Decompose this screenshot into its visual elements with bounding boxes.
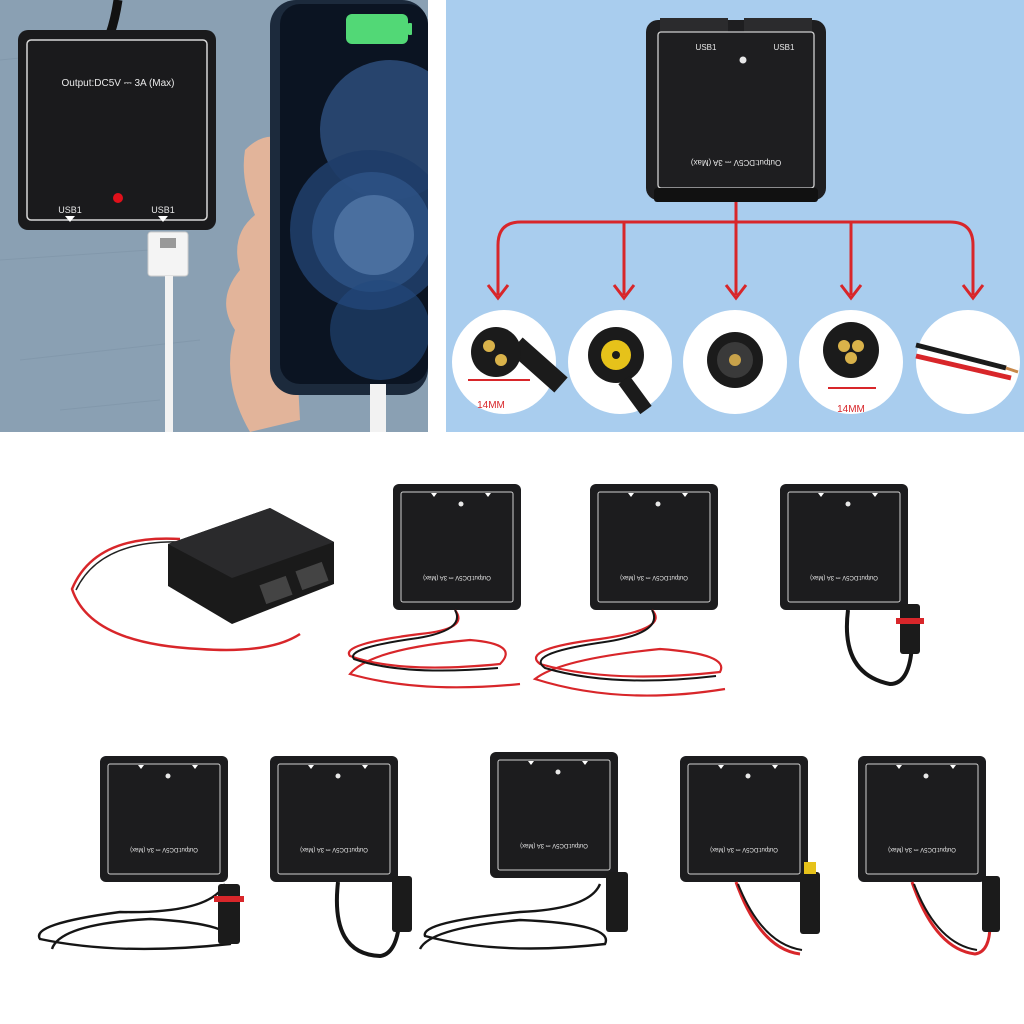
led-indicator bbox=[739, 56, 747, 64]
variant-long-bare-wire-1: Output:DC5V ⎓ 3A (Max) bbox=[347, 483, 522, 689]
variant-output-label: Output:DC5V ⎓ 3A (Max) bbox=[300, 846, 368, 852]
smartphone bbox=[270, 0, 428, 432]
usb-arrow-icon bbox=[65, 216, 75, 222]
usb-port bbox=[744, 18, 812, 32]
variant-output-label: Output:DC5V ⎓ 3A (Max) bbox=[710, 846, 778, 852]
variant-waterproof-female-short: Output:DC5V ⎓ 3A (Max) bbox=[779, 483, 924, 687]
variant-grid: Output:DC5V ⎓ 3A (Max) Output:DC5V ⎓ 3A … bbox=[37, 483, 1000, 959]
hero-scene: Output:DC5V ⎓ 3A (Max) USB1 USB1 bbox=[0, 0, 428, 432]
connector-size-label: 14MM bbox=[837, 404, 865, 415]
variant-output-label: Output:DC5V ⎓ 3A (Max) bbox=[620, 574, 688, 580]
overview-power-box: USB1 USB1 Output:DC5V ⎓ 3A (Max) bbox=[646, 18, 826, 202]
connector-bare-wire bbox=[915, 310, 1020, 414]
hero-usb-left: USB1 bbox=[58, 205, 82, 215]
distribution-arrows bbox=[496, 202, 975, 295]
variant-angled-bare-wire bbox=[70, 508, 334, 652]
variant-dc-female-red: Output:DC5V ⎓ 3A (Max) bbox=[857, 755, 1000, 956]
variant-output-label: Output:DC5V ⎓ 3A (Max) bbox=[810, 574, 878, 580]
overview-usb-right: USB1 bbox=[774, 43, 795, 52]
hero-led bbox=[113, 193, 123, 203]
usb-port bbox=[660, 18, 728, 32]
arrow-head-icons bbox=[486, 284, 985, 301]
hero-output-label: Output:DC5V ⎓ 3A (Max) bbox=[61, 78, 174, 89]
variant-dc-male-barrel: Output:DC5V ⎓ 3A (Max) bbox=[679, 755, 820, 956]
hero-power-box: Output:DC5V ⎓ 3A (Max) USB1 USB1 bbox=[18, 30, 216, 230]
variant-dc-female-short: Output:DC5V ⎓ 3A (Max) bbox=[269, 755, 412, 959]
overview-output-label: Output:DC5V ⎓ 3A (Max) bbox=[690, 158, 781, 167]
variant-output-label: Output:DC5V ⎓ 3A (Max) bbox=[130, 846, 198, 852]
connector-dc-male bbox=[568, 310, 672, 415]
variant-output-label: Output:DC5V ⎓ 3A (Max) bbox=[423, 574, 491, 580]
hero-usb-right: USB1 bbox=[151, 205, 175, 215]
battery-charging-icon bbox=[346, 14, 408, 44]
variant-dc-female-long: Output:DC5V ⎓ 3A (Max) bbox=[418, 751, 628, 950]
connector-size-label: 14MM bbox=[477, 400, 505, 411]
connector-waterproof-female: 14MM bbox=[799, 310, 903, 415]
connector-waterproof-male: 14MM bbox=[452, 310, 568, 414]
usb-arrow-icon bbox=[158, 216, 168, 222]
overview-usb-left: USB1 bbox=[696, 43, 717, 52]
connector-diagram: USB1 USB1 Output:DC5V ⎓ 3A (Max) bbox=[446, 0, 1024, 432]
variant-waterproof-male-long: Output:DC5V ⎓ 3A (Max) bbox=[37, 755, 244, 951]
variant-output-label: Output:DC5V ⎓ 3A (Max) bbox=[888, 846, 956, 852]
hero-photo: Output:DC5V ⎓ 3A (Max) USB1 USB1 bbox=[0, 0, 428, 432]
connector-dc-female bbox=[683, 310, 787, 414]
variant-output-label: Output:DC5V ⎓ 3A (Max) bbox=[520, 842, 588, 848]
variant-long-bare-wire-2: Output:DC5V ⎓ 3A (Max) bbox=[532, 483, 726, 697]
variant-gallery: Output:DC5V ⎓ 3A (Max) Output:DC5V ⎓ 3A … bbox=[0, 444, 1024, 1024]
connector-overview: USB1 USB1 Output:DC5V ⎓ 3A (Max) bbox=[446, 0, 1024, 432]
